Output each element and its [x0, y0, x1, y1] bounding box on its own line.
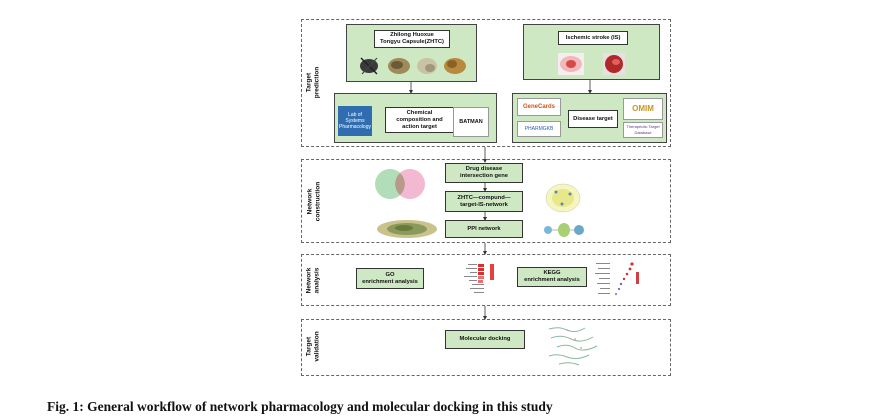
- network-sphere-image: [545, 183, 581, 213]
- disease-label-box: Ischemic stroke (IS): [558, 31, 628, 45]
- herb-image-3: [417, 58, 437, 74]
- go-enrichment-node: GO enrichment analysis: [356, 268, 424, 289]
- brain-image-1: [558, 53, 584, 75]
- brain-images: [558, 53, 625, 75]
- kegg-enrichment-node: KEGG enrichment analysis: [517, 267, 587, 287]
- chemical-label-box: Chemical composition and action target: [385, 107, 454, 133]
- docking-images: [548, 327, 598, 366]
- brain-image-2: [603, 53, 625, 75]
- herb-image-4: [444, 58, 466, 74]
- omim-logo: OMIM: [623, 98, 663, 120]
- pharmgkb-logo: PHARMGKB: [517, 121, 561, 137]
- figure-caption: Fig. 1: General workflow of network phar…: [47, 399, 553, 414]
- ppi-cluster-image: [544, 223, 584, 237]
- genecards-logo: GeneCards: [517, 98, 561, 116]
- batman-logo: BATMAN: [453, 107, 489, 137]
- herb-image-2: [388, 58, 410, 74]
- kegg-dotplot-image: [595, 262, 639, 295]
- venn-diagram: [375, 169, 425, 199]
- disease-target-box: GeneCards PHARMGKB Disease target OMIM T…: [512, 93, 667, 143]
- molecular-docking-node: Molecular docking: [445, 330, 525, 349]
- disease-box: Ischemic stroke (IS): [523, 24, 660, 80]
- go-barplot-image: [464, 264, 494, 293]
- herb-images: [360, 57, 466, 75]
- ppi-hairball-image: [377, 220, 437, 238]
- drug-label-box: Zhilong Huoxue Tongyu Capsule(ZHTC): [374, 30, 450, 48]
- drug-box: Zhilong Huoxue Tongyu Capsule(ZHTC): [346, 24, 477, 82]
- disease-target-label-box: Disease target: [568, 110, 618, 128]
- intersection-gene-node: Drug disease intersection gene: [445, 163, 523, 183]
- ttd-logo: Therapeutic Target Database: [623, 122, 663, 138]
- herb-image-1: [360, 57, 378, 75]
